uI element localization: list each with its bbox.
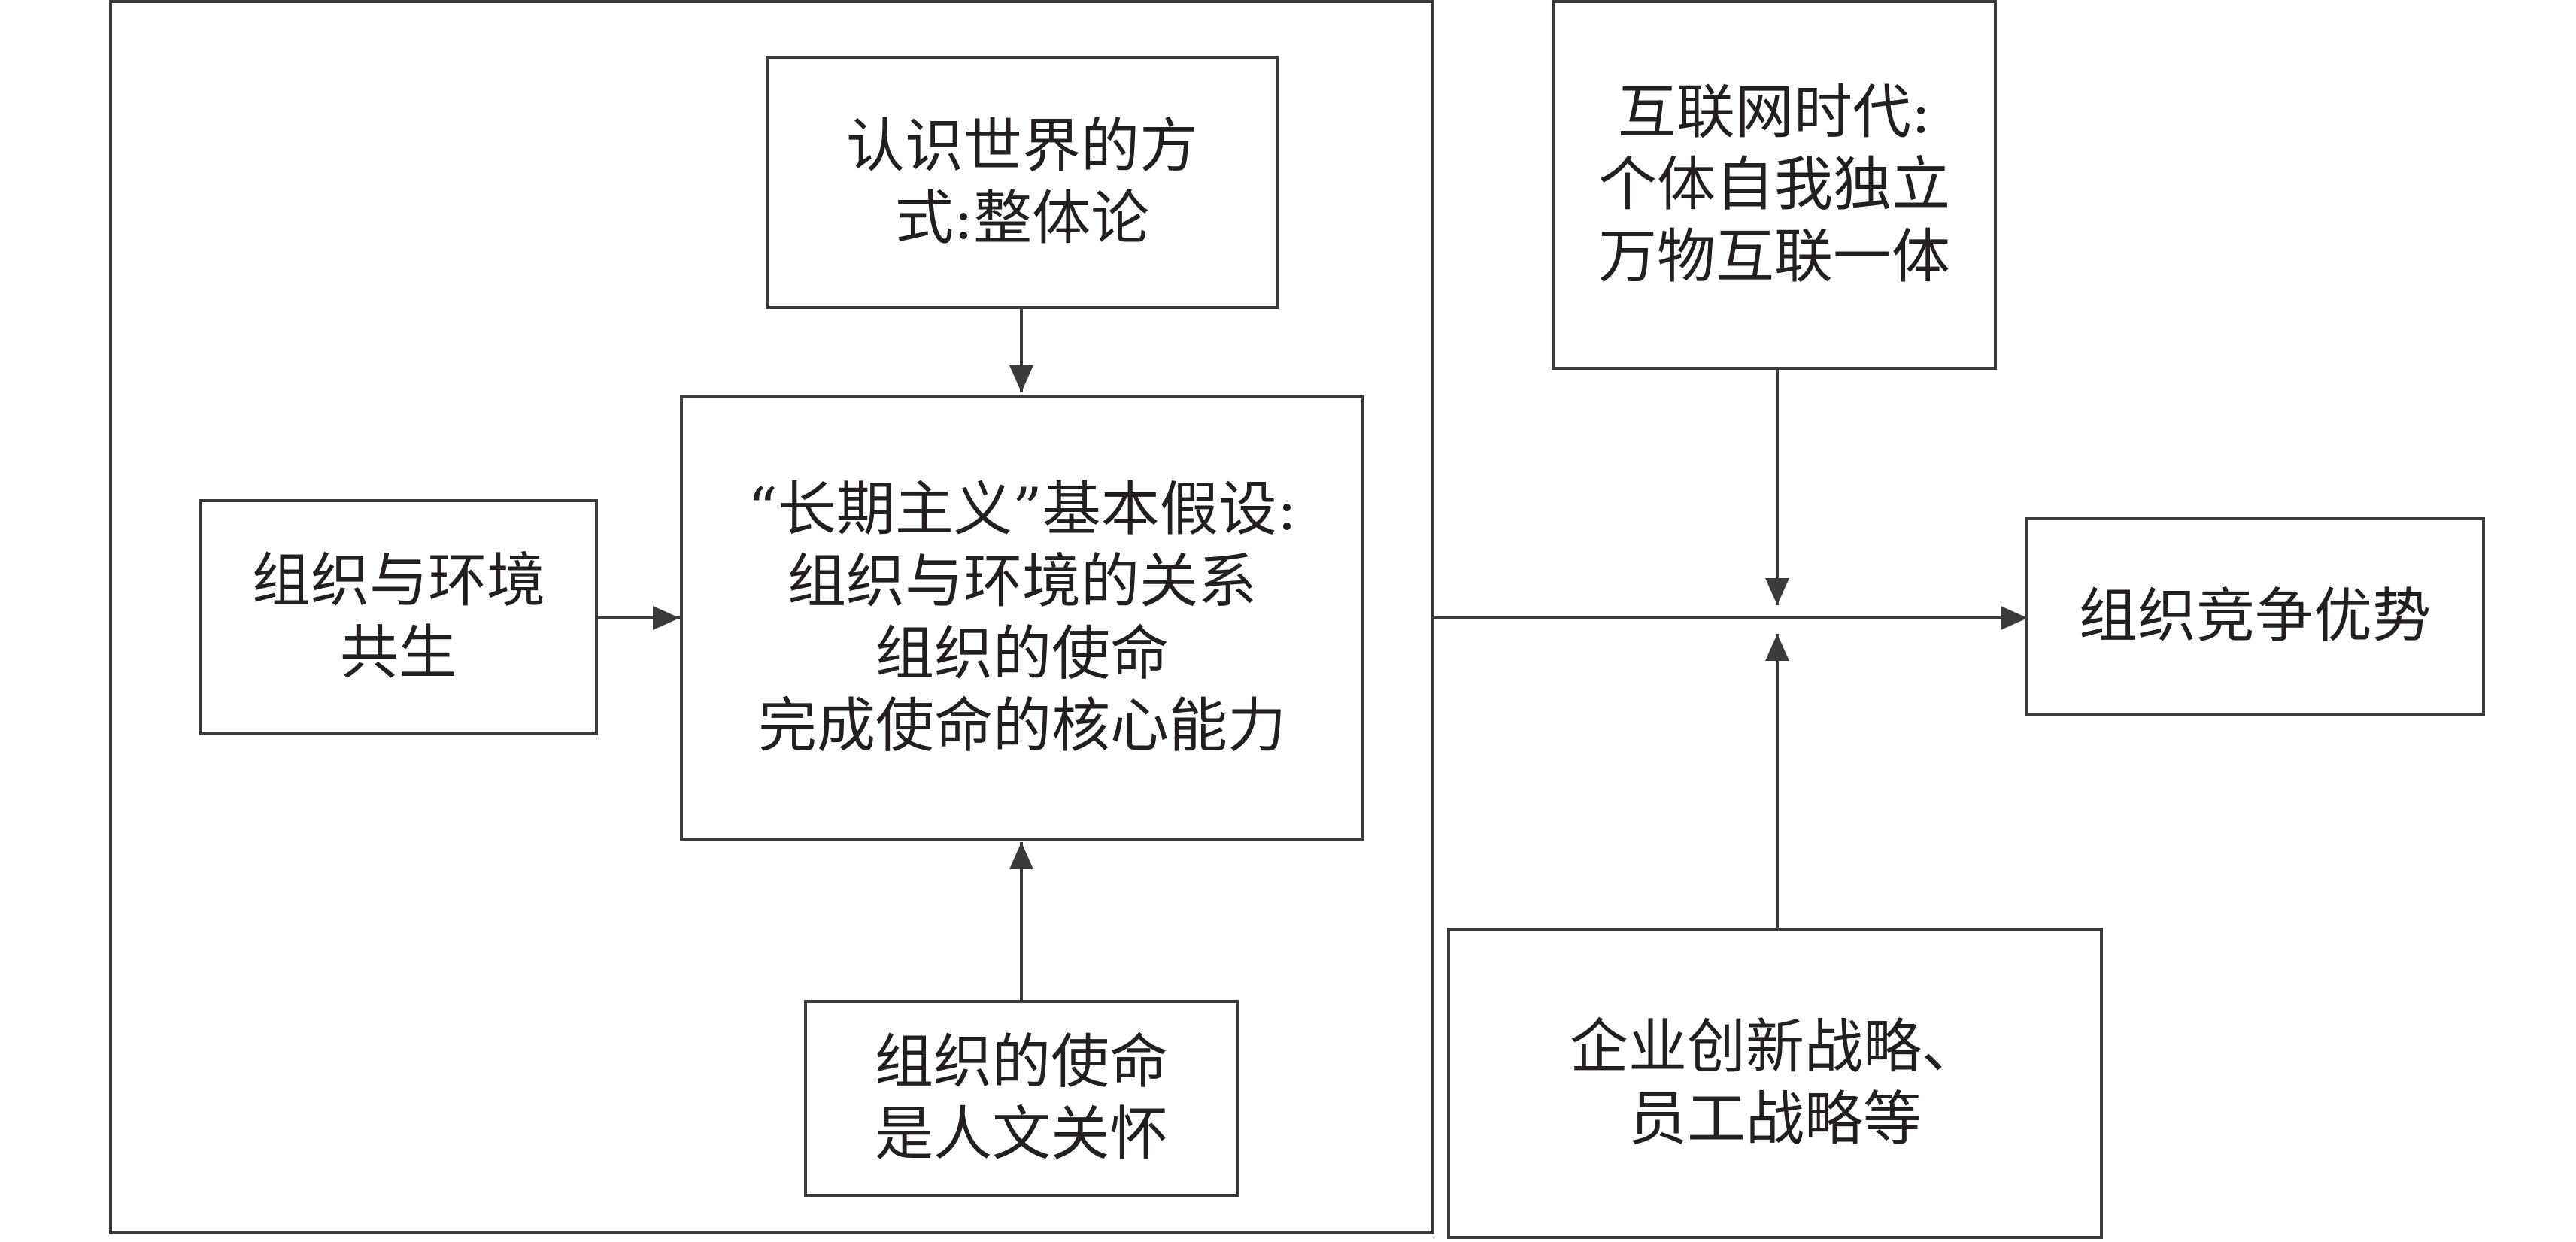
- mission-line-2: 是人文关怀: [874, 1101, 1168, 1168]
- competitive-advantage-box: 组织竞争优势: [2025, 517, 2485, 716]
- worldview-line-2: 式:整体论: [894, 185, 1150, 253]
- strategy-box: 企业创新战略、 员工战略等: [1447, 928, 2103, 1239]
- internet-line-1: 互联网时代:: [1617, 79, 1931, 147]
- worldview-line-1: 认识世界的方: [845, 113, 1198, 180]
- symbiosis-box: 组织与环境 共生: [199, 499, 598, 735]
- assumption-line-4: 完成使命的核心能力: [757, 692, 1286, 760]
- strategy-line-1: 企业创新战略、: [1569, 1013, 1980, 1081]
- worldview-box: 认识世界的方 式:整体论: [766, 56, 1279, 309]
- symbiosis-line-1: 组织与环境: [251, 547, 545, 615]
- internet-era-box: 互联网时代: 个体自我独立 万物互联一体: [1552, 0, 1997, 370]
- assumption-line-1: “长期主义”基本假设:: [747, 476, 1297, 544]
- strategy-line-2: 员工战略等: [1628, 1086, 1922, 1153]
- long-termism-frame: [109, 0, 1434, 1234]
- assumption-line-2: 组织与环境的关系: [787, 548, 1257, 616]
- internet-line-3: 万物互联一体: [1597, 223, 1950, 291]
- mission-line-1: 组织的使命: [874, 1028, 1168, 1096]
- assumption-line-3: 组织的使命: [875, 620, 1169, 688]
- internet-line-2: 个体自我独立: [1597, 151, 1950, 219]
- mission-box: 组织的使命 是人文关怀: [804, 1000, 1239, 1197]
- competitive-line-1: 组织竞争优势: [2078, 583, 2431, 650]
- symbiosis-line-2: 共生: [339, 619, 457, 687]
- long-termism-assumption-box: “长期主义”基本假设: 组织与环境的关系 组织的使命 完成使命的核心能力: [680, 395, 1364, 841]
